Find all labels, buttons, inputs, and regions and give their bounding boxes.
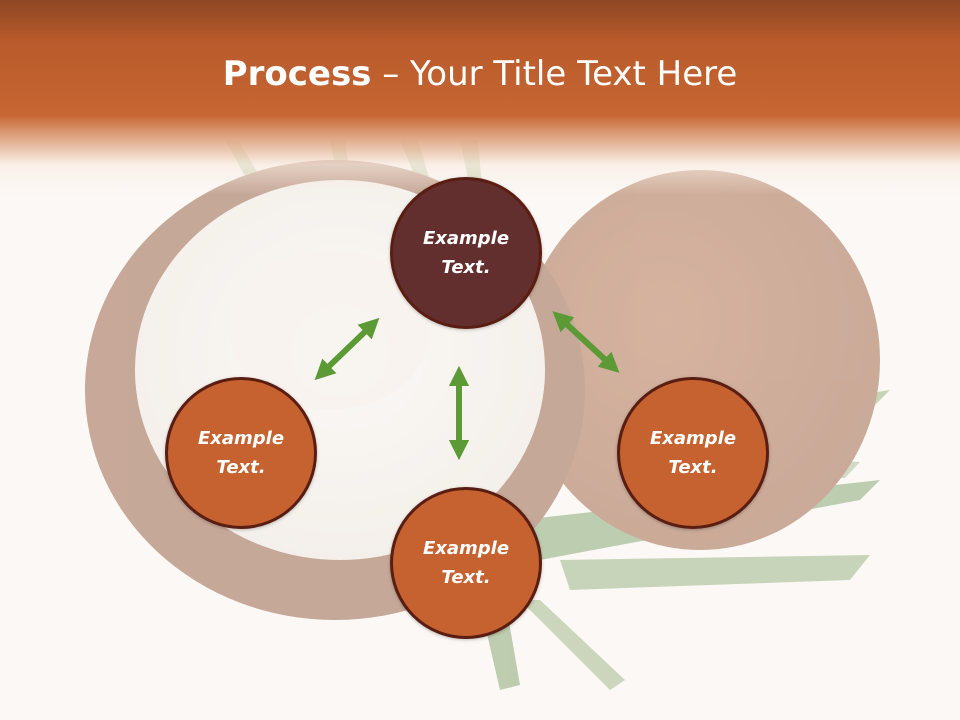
node-text-line2: Text.: [216, 457, 266, 478]
node-text-line2: Text.: [668, 457, 718, 478]
double-arrow-top-left: [314, 317, 380, 381]
node-text-line1: Example: [197, 428, 285, 449]
process-node-top[interactable]: Example Text.: [390, 177, 542, 329]
node-text-line1: Example: [649, 428, 737, 449]
title-rest: – Your Title Text Here: [371, 54, 738, 94]
title-bar: [0, 0, 960, 200]
node-text-line1: Example: [422, 228, 510, 249]
process-node-right[interactable]: Example Text.: [617, 377, 769, 529]
double-arrow-top-right: [552, 311, 620, 373]
title-bold: Process: [222, 54, 372, 94]
process-node-bottom[interactable]: Example Text.: [390, 487, 542, 639]
node-text-line2: Text.: [441, 567, 491, 588]
slide-title[interactable]: Process – Your Title Text Here: [0, 52, 960, 96]
node-text-line1: Example: [422, 538, 510, 559]
node-text-line2: Text.: [441, 257, 491, 278]
process-node-left[interactable]: Example Text.: [165, 377, 317, 529]
